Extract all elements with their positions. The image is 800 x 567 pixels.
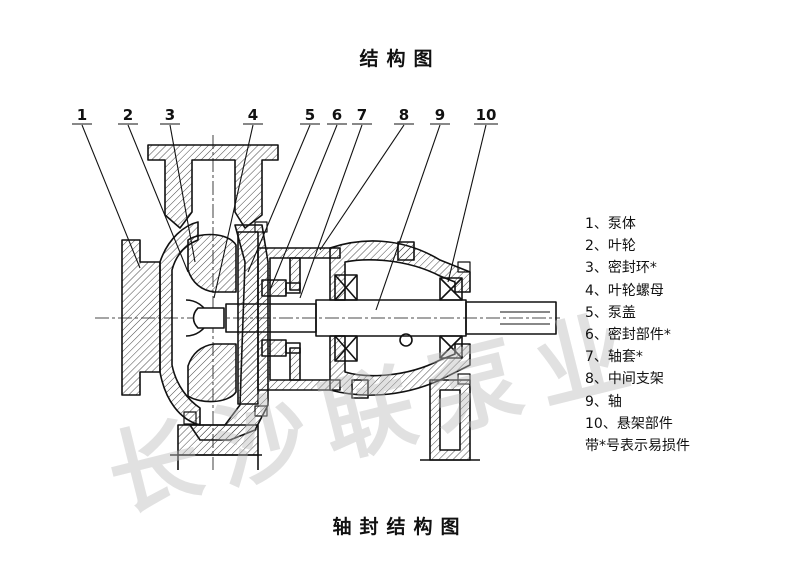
parts-legend: 1、泵体 2、叶轮 3、密封环* 4、叶轮螺母 5、泵盖 6、密封部件* 7、轴…: [585, 213, 690, 457]
intermediate-bracket: [257, 247, 341, 391]
legend-item: 8、中间支架: [585, 371, 664, 388]
callout-3: 3: [165, 106, 175, 124]
bearing-frame: [329, 240, 480, 461]
legend-item: 5、泵盖: [585, 304, 636, 321]
callout-10: 10: [476, 106, 497, 124]
section-title: 轴封结构图: [332, 516, 468, 538]
callout-4: 4: [248, 106, 258, 124]
legend-item: 7、轴套*: [585, 349, 643, 366]
legend-item: 3、密封环*: [585, 260, 657, 277]
legend-note: 带*号表示易损件: [585, 438, 690, 455]
impeller: [185, 233, 237, 403]
callout-7: 7: [357, 106, 367, 124]
impeller-nut: [192, 307, 225, 329]
callout-9: 9: [435, 106, 445, 124]
callout-1: 1: [77, 106, 87, 124]
legend-item: 1、泵体: [585, 216, 636, 232]
callout-6: 6: [332, 106, 342, 124]
bolts: [183, 221, 471, 425]
legend-item: 2、叶轮: [585, 238, 636, 255]
pump-cover: [237, 231, 259, 405]
callout-5: 5: [305, 106, 315, 124]
callout-8: 8: [399, 106, 409, 124]
legend-item: 4、叶轮螺母: [585, 282, 664, 299]
callout-2: 2: [123, 106, 133, 124]
page-title: 结构图: [359, 48, 441, 70]
legend-item: 10、悬架部件: [585, 415, 673, 432]
shaft: [315, 299, 557, 337]
legend-item: 6、密封部件*: [585, 327, 671, 344]
leader-lines: [81, 124, 487, 311]
legend-item: 9、轴: [585, 393, 622, 410]
